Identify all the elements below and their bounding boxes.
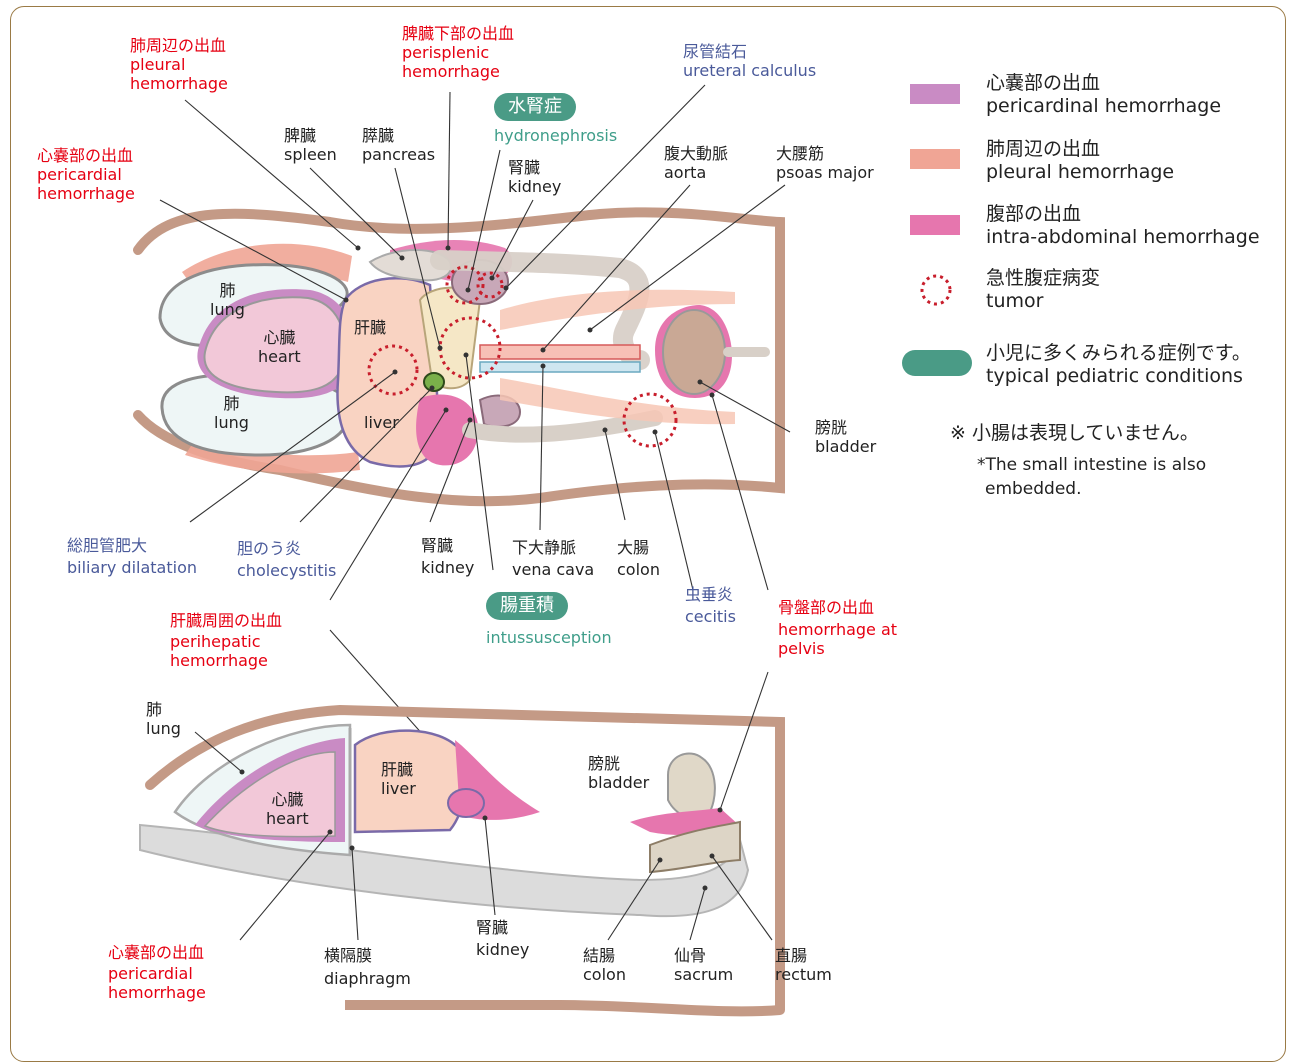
- note-small-intestine-en-2: embedded.: [985, 479, 1082, 499]
- side-label-kidney: 腎臓 kidney: [476, 918, 529, 959]
- label-ureteral-calculus: 尿管結石 ureteral calculus: [683, 42, 816, 80]
- label-perisplenic-hemorrhage: 脾臓下部の出血 perisplenic hemorrhage: [402, 24, 514, 81]
- label-spleen: 脾臓 spleen: [284, 126, 337, 164]
- label-biliary-dilatation: 総胆管肥大 biliary dilatation: [67, 536, 197, 577]
- legend-item-pediatric: 小児に多くみられる症例です。 typical pediatric conditi…: [986, 342, 1251, 388]
- body-wall-side-bottom: [345, 1005, 780, 1011]
- side-label-heart: 心臓 heart: [266, 790, 309, 828]
- label-hydronephrosis-en: hydronephrosis: [494, 126, 617, 145]
- organ-liver-jp: 肝臓: [354, 318, 386, 337]
- label-kidney-bottom: 腎臓 kidney: [421, 536, 474, 577]
- side-label-sacrum: 仙骨 sacrum: [674, 946, 733, 984]
- bladder-top: [663, 310, 725, 394]
- legend-swatch-tumor: [922, 276, 950, 304]
- label-cholecystitis: 胆のう炎 cholecystitis: [237, 539, 336, 580]
- label-perihepatic-hemorrhage: 肝臓周囲の出血 perihepatic hemorrhage: [170, 611, 282, 670]
- kidney-side: [448, 789, 484, 817]
- pill-hydronephrosis: 水腎症: [494, 93, 576, 121]
- legend-item-pleural: 肺周辺の出血 pleural hemorrhage: [986, 138, 1174, 184]
- aorta-top: [480, 345, 640, 359]
- label-pancreas: 膵臓 pancreas: [362, 126, 435, 164]
- label-psoas-major: 大腰筋 psoas major: [776, 144, 874, 182]
- legend-item-tumor: 急性腹症病変 tumor: [986, 267, 1100, 313]
- side-label-colon: 結腸 colon: [583, 946, 626, 984]
- bladder-side: [668, 753, 715, 819]
- note-small-intestine-jp: ※ 小腸は表現していません。: [950, 418, 1199, 445]
- label-cecitis: 虫垂炎 cecitis: [685, 585, 736, 626]
- side-label-rectum: 直腸 rectum: [775, 946, 832, 984]
- vena-cava-top: [480, 362, 640, 372]
- organ-liver-en: liver: [364, 413, 399, 432]
- legend-swatch-pericardial: [910, 84, 960, 104]
- legend-swatch-pleural: [910, 149, 960, 169]
- label-pericardial-hemorrhage-top: 心嚢部の出血 pericardial hemorrhage: [37, 146, 135, 203]
- pill-intussusception: 腸重積: [486, 592, 568, 620]
- label-pleural-hemorrhage: 肺周辺の出血 pleural hemorrhage: [130, 36, 228, 93]
- top-view: [138, 85, 790, 793]
- side-label-bladder: 膀胱 bladder: [588, 754, 649, 792]
- label-intussusception-en: intussusception: [486, 628, 612, 647]
- legend-swatch-abdominal: [910, 215, 960, 235]
- side-label-lung: 肺 lung: [146, 700, 181, 738]
- organ-lung-upper: 肺 lung: [210, 281, 245, 319]
- side-label-diaphragm: 横隔膜 diaphragm: [324, 946, 411, 988]
- legend-item-pericardial: 心嚢部の出血 pericardinal hemorrhage: [986, 72, 1221, 118]
- organ-lung-lower: 肺 lung: [214, 394, 249, 432]
- label-bladder-top: 膀胱 bladder: [815, 418, 876, 456]
- legend-swatch-pediatric: [902, 350, 972, 376]
- note-small-intestine-en-1: *The small intestine is also: [977, 455, 1206, 475]
- label-aorta: 腹大動脈 aorta: [664, 144, 728, 182]
- label-pelvic-hemorrhage: 骨盤部の出血 hemorrhage at pelvis: [778, 598, 897, 658]
- label-colon-top: 大腸 colon: [617, 538, 660, 579]
- label-kidney-top: 腎臓 kidney: [508, 158, 561, 196]
- side-label-pericardial-hemorrhage: 心嚢部の出血 pericardial hemorrhage: [108, 943, 206, 1002]
- label-vena-cava: 下大静脈 vena cava: [512, 538, 594, 579]
- side-label-liver: 肝臓 liver: [381, 760, 416, 798]
- legend-item-abdominal: 腹部の出血 intra-abdominal hemorrhage: [986, 203, 1260, 249]
- organ-heart-top: 心臓 heart: [258, 328, 301, 366]
